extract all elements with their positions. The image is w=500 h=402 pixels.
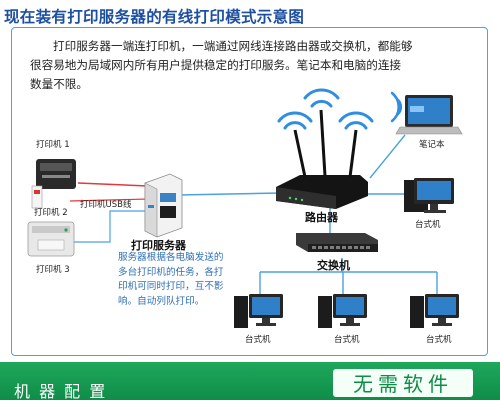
printer-3-label: 打印机 3 xyxy=(36,265,70,275)
no-software-badge: 无需软件 xyxy=(333,369,473,397)
laptop-icon xyxy=(395,95,463,135)
print-server-icon xyxy=(144,173,183,238)
switch-icon xyxy=(296,233,378,252)
wifi-signal-icon xyxy=(277,88,374,130)
printer-1-icon xyxy=(31,159,76,209)
desktop-2-icon xyxy=(318,294,367,328)
description: 打印服务器一端连打印机，一端通过网线连接路由器或交换机，都能够 很容易地为局域网… xyxy=(30,37,470,94)
diagram-title: 现在装有打印服务器的有线打印模式示意图 xyxy=(4,8,305,26)
desktop-3-label: 台式机 xyxy=(426,335,452,345)
print-server-note: 服务器根据各电脑发送的多台打印机的任务，各打印机可同时打印，互不影响。自动列队打… xyxy=(118,252,224,307)
desktop-1-icon xyxy=(234,294,283,328)
usb-cables xyxy=(69,182,149,243)
description-line-2: 很容易地为局域网内所有用户提供稳定的打印服务。笔记本和电脑的连接 xyxy=(30,58,402,72)
print-server-label: 打印服务器 xyxy=(131,239,186,252)
footer-left-text: 机 器 配 置 xyxy=(14,382,108,401)
switch-label: 交换机 xyxy=(317,259,350,272)
description-line-3: 数量不限。 xyxy=(30,77,88,91)
router-icon xyxy=(276,109,368,209)
desktop-3-icon xyxy=(410,294,459,328)
desktop-1-label: 台式机 xyxy=(245,335,271,345)
printer-usb-cable-label: 打印机USB线 xyxy=(80,200,132,210)
router-label: 路由器 xyxy=(305,211,338,224)
laptop-label: 笔记本 xyxy=(419,140,445,150)
desktop-right-icon xyxy=(404,178,454,213)
desktop-right-label: 台式机 xyxy=(415,220,441,230)
description-line-1: 打印服务器一端连打印机，一端通过网线连接路由器或交换机，都能够 xyxy=(53,39,413,53)
desktop-2-label: 台式机 xyxy=(334,335,360,345)
laptop-wifi-icon xyxy=(390,91,403,123)
printer-2-label: 打印机 2 xyxy=(34,208,68,218)
printer-3-icon xyxy=(27,221,75,257)
printer-1-label: 打印机 1 xyxy=(36,140,70,150)
